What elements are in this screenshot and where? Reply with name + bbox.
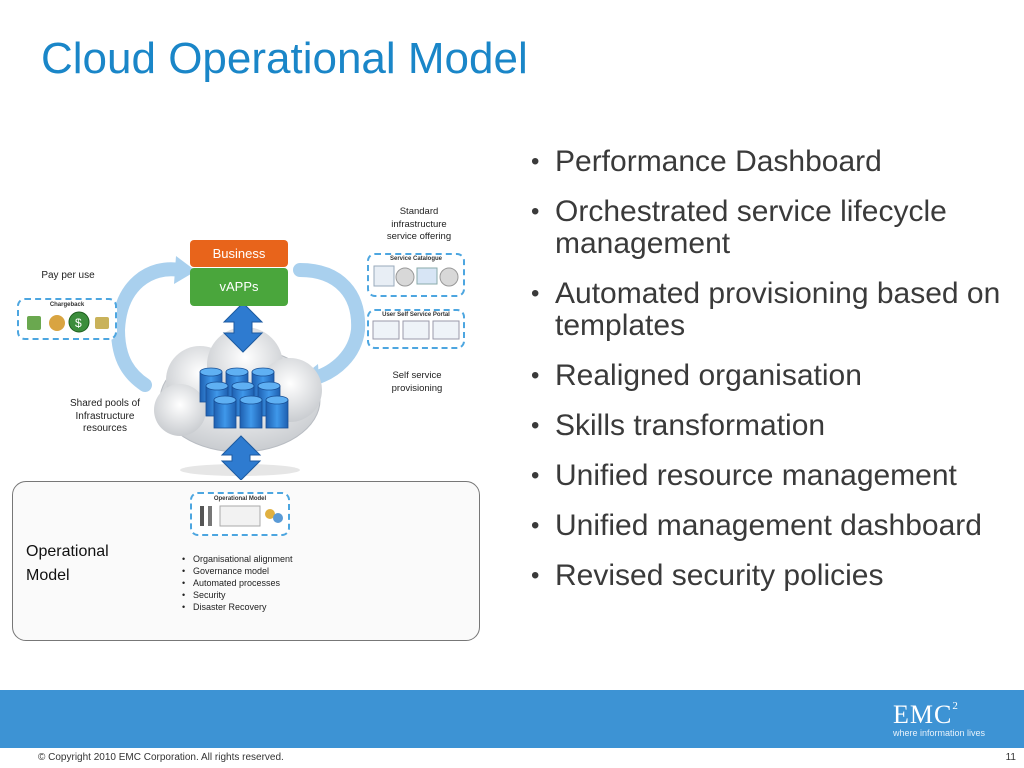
copyright-text: © Copyright 2010 EMC Corporation. All ri… xyxy=(38,752,284,763)
business-box: Business xyxy=(190,240,288,267)
left-curved-arrow xyxy=(110,256,196,392)
self-service-portal-box: User Self Service Portal xyxy=(367,309,465,349)
chargeback-box: Chargeback $ xyxy=(17,298,117,340)
operational-model-heading: Operational Model xyxy=(26,543,109,584)
bullet-item: Performance Dashboard xyxy=(531,146,1011,179)
vapps-box: vAPPs xyxy=(190,268,288,306)
chargeback-icons: $ xyxy=(27,311,109,333)
screen-icon xyxy=(372,320,400,340)
money-icon xyxy=(27,316,41,330)
people-icon xyxy=(265,509,275,519)
svg-text:$: $ xyxy=(75,316,82,330)
bills-icon xyxy=(95,317,109,329)
operational-model-icons xyxy=(200,505,283,527)
vm-icon xyxy=(416,267,438,285)
operational-model-list-wrap: Organisational alignment Governance mode… xyxy=(182,553,382,613)
operational-model-box-title: Operational Model xyxy=(213,496,267,502)
bullet-item: Skills transformation xyxy=(531,410,1011,443)
bullet-list: Performance Dashboard Orchestrated servi… xyxy=(531,146,1011,610)
emc-logo-text: EMC xyxy=(893,700,953,729)
pay-per-use-label: Pay per use xyxy=(41,270,95,281)
virtual-appliance-icon xyxy=(373,265,395,287)
bullet-item: Revised security policies xyxy=(531,560,1011,593)
bullet-item: Automated provisioning based on template… xyxy=(531,278,1011,342)
operational-model-item: Disaster Recovery xyxy=(182,601,382,613)
service-catalogue-box: Service Catalogue xyxy=(367,253,465,297)
bidirectional-arrow-bottom xyxy=(220,435,262,480)
bullet-item: Orchestrated service lifecycle managemen… xyxy=(531,196,1011,260)
slide-title: Cloud Operational Model xyxy=(41,34,528,83)
operational-model-item: Governance model xyxy=(182,565,382,577)
operational-model-box: Operational Model xyxy=(190,492,290,536)
page-number: 11 xyxy=(1005,752,1016,763)
disc-icon xyxy=(395,267,415,287)
chargeback-title: Chargeback xyxy=(49,302,85,308)
dashboard-icon xyxy=(219,505,261,527)
portal-screens xyxy=(372,320,460,340)
storage-cylinders-icon xyxy=(199,367,289,429)
bullet-item: Unified resource management xyxy=(531,460,1011,493)
bidirectional-arrow-top xyxy=(222,302,264,353)
shared-pools-label: Shared pools of Infrastructure resources xyxy=(69,398,141,434)
standard-offering-label: Standard infrastructure service offering xyxy=(386,206,452,242)
disc-icon xyxy=(439,267,459,287)
self-service-provisioning-label: Self service provisioning xyxy=(391,370,443,394)
operational-model-item: Automated processes xyxy=(182,577,382,589)
emc-logo: EMC2 where information lives xyxy=(893,700,1013,738)
dollar-icon xyxy=(68,311,90,333)
tools-icon xyxy=(200,506,204,526)
footer-bar xyxy=(0,690,1024,748)
emc-tagline: where information lives xyxy=(893,728,986,738)
self-service-portal-title: User Self Service Portal xyxy=(382,312,450,318)
screen-icon xyxy=(432,320,460,340)
operational-model-item: Organisational alignment xyxy=(182,553,382,565)
operational-model-item: Security xyxy=(182,589,382,601)
diagram-graphics xyxy=(110,256,366,480)
service-catalogue-title: Service Catalogue xyxy=(389,256,443,262)
coins-icon xyxy=(49,315,65,331)
bullet-item: Unified management dashboard xyxy=(531,510,1011,543)
catalogue-icons xyxy=(373,265,459,287)
bullet-item: Realigned organisation xyxy=(531,360,1011,393)
emc-logo-superscript: 2 xyxy=(952,700,958,712)
operational-model-list: Organisational alignment Governance mode… xyxy=(182,553,382,613)
screen-icon xyxy=(402,320,430,340)
